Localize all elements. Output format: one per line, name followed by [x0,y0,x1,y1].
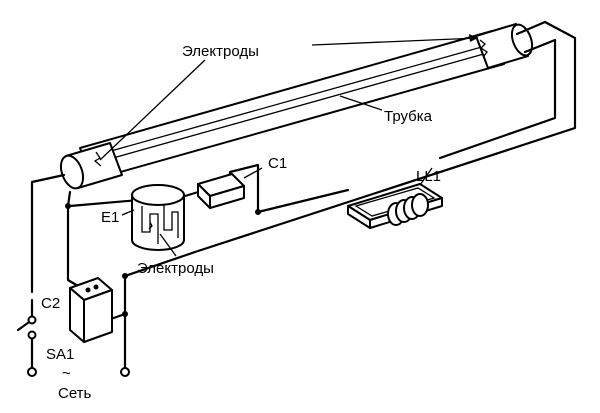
starter-e1 [131,184,185,251]
label-electrodes-top: Электроды [182,43,259,60]
label-c1: C1 [268,155,287,172]
label-e1: E1 [101,209,119,226]
label-electrodes-bottom: Электроды [137,260,214,277]
tube-left-cap [59,142,123,190]
label-tube: Трубка [384,108,433,125]
capacitor-c2 [69,277,113,343]
label-ll1: LL1 [416,168,441,185]
mains-terminals [27,367,130,377]
leader-lines [99,34,479,257]
fluorescent-tube [59,23,534,190]
label-c2: C2 [41,295,60,312]
label-ac-symbol: ~ [62,365,71,382]
junction-dots [65,203,261,317]
label-mains: Сеть [58,385,92,402]
switch-sa1 [27,315,37,340]
capacitor-c1 [197,173,245,209]
tube-right-cap [475,23,534,69]
choke-ll1 [347,183,443,229]
label-sa1: SA1 [46,346,74,363]
